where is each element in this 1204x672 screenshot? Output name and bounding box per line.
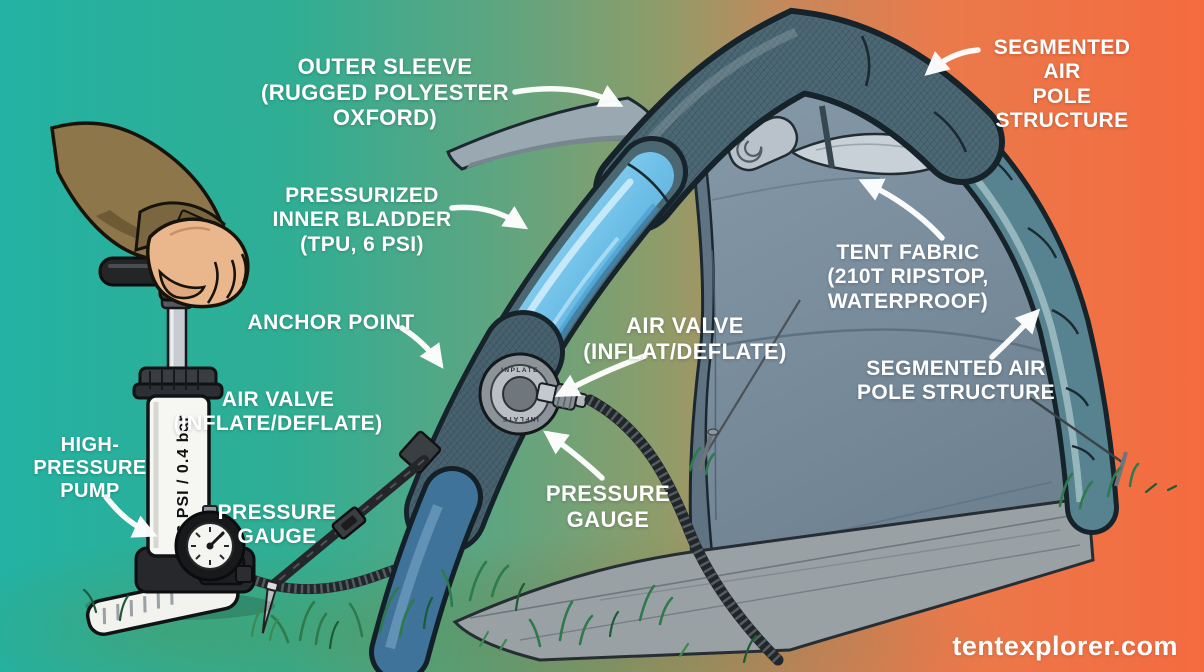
label-tent-fabric: TENT FABRIC (210T RIPSTOP, WATERPROOF) [827, 241, 989, 313]
arrow-valve-center [554, 353, 648, 397]
label-segmented-air-pole-right: SEGMENTED AIR POLE STRUCTURE [856, 357, 1056, 405]
valve-ring-text-bottom: INFLATE [501, 415, 538, 422]
valve-ring-text-top: INPLATE [501, 367, 539, 374]
arrow-pressurized [449, 204, 529, 230]
label-outer-sleeve: OUTER SLEEVE (RUGGED POLYESTER OXFORD) [260, 54, 510, 131]
callout-arrows [103, 47, 1041, 538]
tent-stake-left [261, 580, 279, 634]
label-air-valve-left: AIR VALVE (INFLATE/DEFLATE) [173, 388, 383, 436]
guy-line-center [698, 299, 801, 471]
air-pole-outer-sleeve [593, 7, 1005, 233]
arrow-gauge-center [543, 430, 605, 481]
pump-barrel-marking: 6 PSI / 0.4 bar [175, 414, 192, 533]
anchor-strap [261, 455, 429, 634]
label-pressure-gauge-center: PRESSURE GAUGE [545, 481, 671, 532]
arrow-anchor-point [399, 325, 444, 369]
valve-hose [584, 394, 784, 666]
arrow-segmented-top [924, 47, 981, 76]
label-anchor-point: ANCHOR POINT [247, 311, 415, 334]
arrow-outer-sleeve [512, 85, 624, 107]
arrow-segmented-right [989, 308, 1041, 360]
label-pressurized-inner-bladder: PRESSURIZED INNER BLADDER (TPU, 6 PSI) [272, 184, 452, 256]
label-air-valve-center: AIR VALVE (INFLAT/DEFLATE) [583, 313, 787, 364]
label-pressure-gauge-left: PRESSURE GAUGE [217, 501, 337, 549]
grass [82, 446, 1178, 664]
watermark: tentexplorer.com [952, 631, 1178, 661]
air-pole-base-tube [369, 466, 483, 672]
label-high-pressure-pump: HIGH- PRESSURE PUMP [33, 434, 147, 503]
pump-pressure-gauge [174, 505, 253, 586]
arm-and-hand [50, 121, 250, 309]
arrow-tent-fabric [858, 178, 945, 241]
arrow-pump [103, 494, 158, 538]
strap-attachment-patch [398, 430, 442, 474]
label-segmented-air-pole-top: SEGMENTED AIR POLE STRUCTURE [993, 36, 1131, 133]
